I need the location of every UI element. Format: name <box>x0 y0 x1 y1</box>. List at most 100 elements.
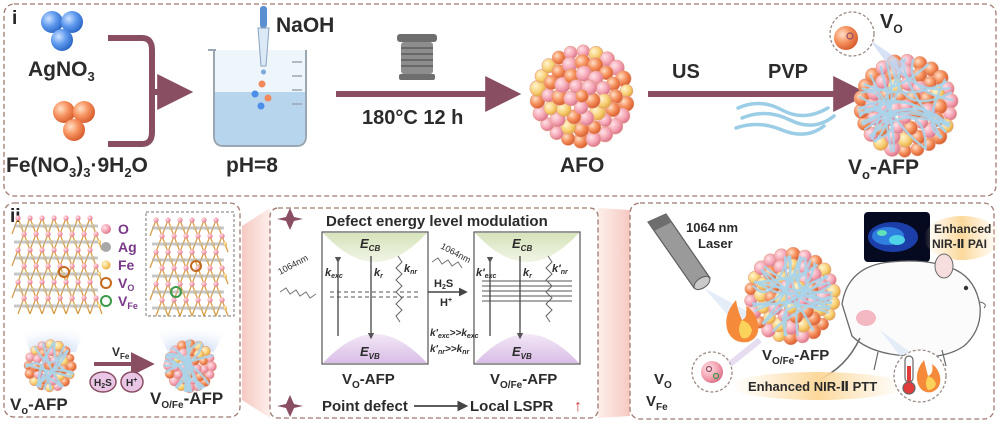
oxygen-atom <box>93 295 99 301</box>
oxygen-atom <box>87 279 93 285</box>
vacancy-marker <box>170 286 182 298</box>
k-exc-left: kexc <box>325 267 343 280</box>
oxygen-atom <box>33 263 39 269</box>
k-r-right: kr <box>523 267 533 280</box>
silver-layer <box>14 272 98 276</box>
silver-layer <box>152 258 224 262</box>
autoclave-icon <box>397 34 437 80</box>
oxygen-atom <box>183 233 189 239</box>
local-lspr-label: Local LSPR <box>470 398 554 415</box>
pvp-fiber <box>868 116 927 150</box>
legend-fe: Fe <box>118 257 135 273</box>
h2s-badge-label: H2S <box>94 378 112 390</box>
k-exc-right: k'exc <box>476 267 497 280</box>
beam-left <box>242 208 270 418</box>
ecb-left: ECB <box>360 236 380 253</box>
lattice-vofe-frame <box>145 211 235 317</box>
oxygen-atom <box>81 231 87 237</box>
nanoparticle <box>205 370 215 380</box>
pvp-fiber <box>165 354 191 393</box>
pvp-fiber <box>25 361 53 391</box>
ptt-glow <box>730 372 906 400</box>
oxygen-atom <box>57 295 63 301</box>
oxygen-atom <box>207 265 213 271</box>
oxygen-atom <box>81 295 87 301</box>
pvp-fiber <box>797 256 832 297</box>
oxygen-atom <box>27 279 33 285</box>
flame-icon-left <box>726 300 759 343</box>
oxygen-atom <box>63 279 69 285</box>
lattice-vo <box>11 215 103 315</box>
oxygen-atom <box>21 295 27 301</box>
tumor-site <box>856 310 876 326</box>
ecb-right: ECB <box>512 236 532 253</box>
pvp-fiber <box>763 259 812 282</box>
ii-vo-afp-label: Vo-AFP <box>10 395 68 417</box>
pvp-fiber <box>760 269 814 331</box>
k-nr-right: k'nr <box>552 263 569 276</box>
oxygen-atom <box>207 297 213 303</box>
pvp-fiber <box>874 62 893 143</box>
evb-right: EVB <box>512 344 532 361</box>
pai-line1: Enhanced <box>934 222 991 236</box>
oxygen-atom <box>51 279 57 285</box>
pvp-fiber <box>753 262 816 296</box>
vo-afp-particle-ii <box>23 339 77 393</box>
oxygen-atom <box>63 215 69 221</box>
pvp-fiber <box>165 356 187 392</box>
vacancy-marker <box>58 266 70 278</box>
pvp-fiber <box>869 74 927 150</box>
legend-vfe: VFe <box>118 293 138 311</box>
flame-icon-right <box>916 360 941 393</box>
oxygen-atom <box>15 279 21 285</box>
beaker-icon <box>208 49 307 147</box>
us-label: US <box>672 61 700 83</box>
app-vfe-label: VFe <box>646 393 668 413</box>
oxygen-atom <box>195 297 201 303</box>
inequality-exc: k'exc>>kexc <box>430 328 479 340</box>
pvp-fiber <box>858 95 893 142</box>
glow-cone-right <box>150 318 232 352</box>
oxygen-atom <box>33 231 39 237</box>
right-diagram-caption: VO/Fe-AFP <box>490 371 557 391</box>
hplus-transition-label: H+ <box>440 297 452 309</box>
oxygen-atom <box>171 297 177 303</box>
oxygen-atom <box>87 215 93 221</box>
app-vofe-afp-label: VO/Fe-AFP <box>762 347 829 367</box>
point-defect-label: Point defect <box>322 398 408 415</box>
pvp-fiber <box>860 90 882 140</box>
defect-zoom-sphere <box>701 361 723 383</box>
agno3-spheres <box>41 11 83 51</box>
pvp-fiber <box>864 107 950 131</box>
oxygen-atom <box>75 279 81 285</box>
pai-glow <box>924 216 1000 260</box>
defect-beam <box>728 337 762 367</box>
condition-label: 180°C 12 h <box>362 107 463 129</box>
zoom-beam <box>870 40 908 76</box>
vo-afp-label: Vo-AFP <box>848 156 919 182</box>
k-nr-left: knr <box>404 263 418 276</box>
oxygen-atom <box>213 249 219 255</box>
vofe-afp-particle-app <box>744 246 841 346</box>
hplus-badge-label: H+ <box>126 377 137 389</box>
defect-vfe-marker <box>712 372 720 380</box>
thermo-beam <box>880 330 910 356</box>
defect-vo-marker <box>705 365 713 373</box>
nanoparticle <box>551 50 566 65</box>
oxygen-atom <box>177 249 183 255</box>
oxygen-atom <box>93 263 99 269</box>
fe-nitrate-label: Fe(NO3)3·9H2O <box>6 154 148 180</box>
pvp-fiber <box>53 341 74 375</box>
pvp-strands-icon <box>734 101 836 136</box>
oxygen-atom <box>201 249 207 255</box>
oxygen-atom <box>27 215 33 221</box>
ptt-label: Enhanced NIR-Ⅱ PTT <box>748 379 877 394</box>
agno3-label: AgNO3 <box>28 58 95 84</box>
nanoparticle <box>595 81 611 96</box>
lspr-up-arrow: ↑ <box>574 398 582 415</box>
pvp-fiber <box>42 342 64 388</box>
oxygen-atom <box>69 263 75 269</box>
oxygen-atom <box>213 281 219 287</box>
oxygen-atom <box>153 281 159 287</box>
